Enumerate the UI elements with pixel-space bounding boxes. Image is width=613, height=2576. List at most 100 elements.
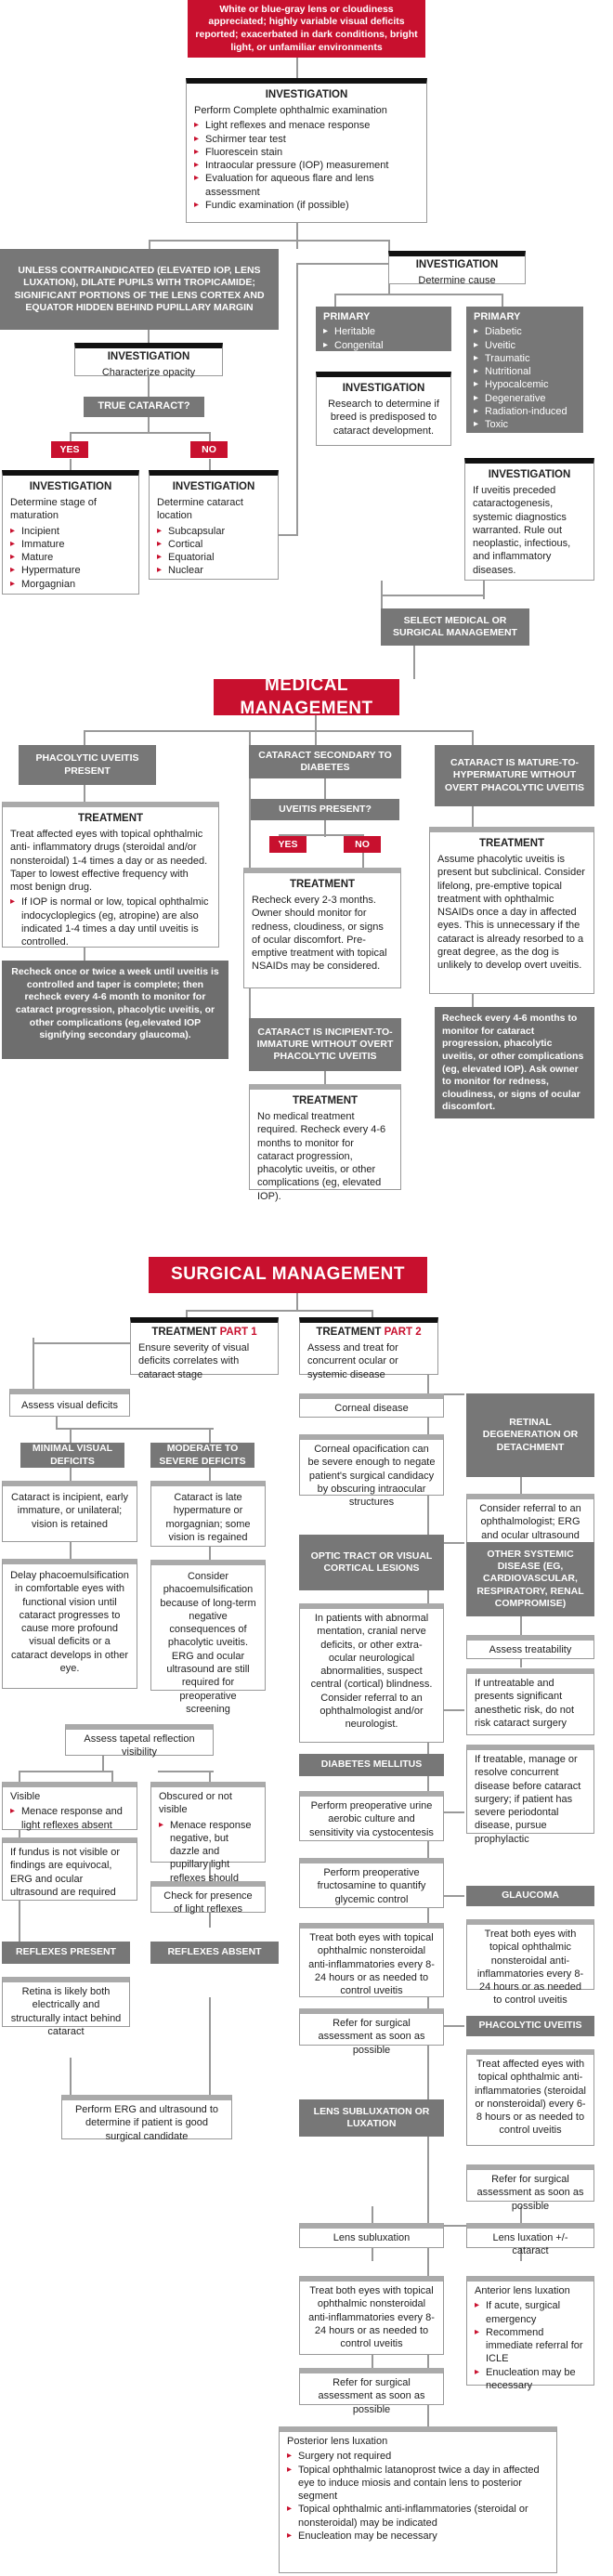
corneal-text-box: Corneal opacification can be severe enou… (299, 1434, 444, 1508)
reflexes-absent: Reflexes absent (150, 1942, 279, 1964)
cataract-diabetes: Cataract secondary to diabetes (249, 745, 401, 778)
obscured-box: Obscured or not visible Menace response … (150, 1782, 266, 1897)
no-tag: NO (190, 441, 228, 458)
retina-box: Retina is likely both electrically and s… (2, 1977, 130, 2037)
list-item: Congenital (323, 339, 444, 352)
list-item: Traumatic (474, 352, 576, 365)
recheck-mature-box: Recheck every 4-6 months to monitor for … (435, 1007, 594, 1118)
minimal-recommendation: Delay phacoemulsification in comfortable… (2, 1559, 137, 1689)
list-item: Hypermature (10, 564, 131, 577)
list-item: Nutritional (474, 365, 576, 378)
primary-heritable-box: PRIMARY Heritable Congenital (316, 307, 451, 351)
optic-tract-lesions: Optic tract or visual cortical lesions (299, 1535, 444, 1590)
treatable-box: If treatable, manage or resolve concurre… (466, 1745, 594, 1845)
minimal-description: Cataract is incipient, early immature, o… (2, 1481, 137, 1542)
no-tag: NO (344, 836, 381, 853)
investigation-intro: Perform Complete ophthalmic examination (194, 104, 387, 116)
list-item: Light reflexes and menace response (194, 119, 419, 132)
list-item: Toxic (474, 418, 576, 431)
treatment-incipient-box: TREATMENT No medical treatment required.… (249, 1084, 401, 1202)
posterior-luxation-box: Posterior lens luxation Surgery not requ… (279, 2426, 557, 2573)
list-item: Mature (10, 551, 131, 564)
list-item: Nuclear (157, 564, 270, 577)
phacolytic-uveitis-present: Phacolytic uveitis present (19, 745, 156, 785)
breed-research-box: INVESTIGATION Research to determine if b… (316, 372, 451, 446)
lens-subluxation-box: Lens subluxation (299, 2223, 444, 2248)
list-item: Intraocular pressure (IOP) measurement (194, 159, 419, 172)
list-item: Heritable (323, 325, 444, 338)
list-item: Radiation-induced (474, 405, 576, 418)
check-light-box: Check for presence of light reflexes (150, 1881, 266, 1915)
list-item: Degenerative (474, 392, 576, 405)
select-management-box: Select medical or surgical management (381, 608, 529, 646)
investigation-title: INVESTIGATION (107, 351, 190, 362)
yes-tag: YES (269, 836, 306, 853)
erg-ultrasound-box: Perform ERG and ultrasound to determine … (61, 2095, 232, 2142)
presenting-signs-text: White or blue-gray lens or cloudiness ap… (195, 3, 418, 53)
untreatable-box: If untreatable and presents significant … (466, 1668, 594, 1735)
true-cataract-question: TRUE CATARACT? (84, 397, 204, 417)
dm-fructosamine-box: Perform preoperative fructosamine to qua… (299, 1858, 444, 1908)
presenting-signs-box: White or blue-gray lens or cloudiness ap… (188, 0, 425, 58)
list-item: Morgagnian (10, 578, 131, 591)
lens-subluxation-luxation: Lens subluxation or luxation (299, 2099, 444, 2137)
list-item: Menace response and light reflexes absen… (10, 1805, 129, 1832)
list-item: Fundic examination (if possible) (194, 199, 419, 212)
assess-treatability-box: Assess treatability (466, 1635, 594, 1659)
list-item: Schirmer tear test (194, 133, 419, 146)
treatment-diabetes-box: TREATMENT Recheck every 2-3 months. Owne… (243, 868, 401, 988)
list-item: Cortical (157, 538, 270, 551)
subluxation-refer-box: Refer for surgical assessment as soon as… (299, 2368, 444, 2415)
treatment-part1-box: TREATMENT PART 1 Ensure severity of visu… (130, 1317, 279, 1380)
corneal-disease-box: Corneal disease (299, 1393, 444, 1418)
medical-management-header: MEDICAL MANAGEMENT (214, 675, 399, 718)
phaco-text-box: Treat affected eyes with topical ophthal… (466, 2049, 594, 2146)
dilate-pupils-box: Unless contraindicated (elevated IOP, le… (0, 249, 279, 330)
uveitis-present-question: UVEITIS PRESENT? (251, 799, 399, 820)
treatment-phacolytic-box: TREATMENT Treat affected eyes with topic… (2, 802, 219, 948)
list-item: Enucleation may be necessary (475, 2366, 586, 2393)
moderate-recommendation: Consider phacoemulsification because of … (150, 1560, 266, 1715)
surgical-management-header: SURGICAL MANAGEMENT (149, 1257, 427, 1293)
cataract-location-box: INVESTIGATION Determine cataract locatio… (149, 470, 279, 580)
lens-luxation-box: Lens luxation +/- cataract (466, 2223, 594, 2256)
treatment-part2-box: TREATMENT PART 2 Assess and treat for co… (299, 1317, 438, 1380)
phaco-refer-box: Refer for surgical assessment as soon as… (466, 2164, 594, 2212)
list-item: Enucleation may be necessary (287, 2530, 549, 2543)
optic-text-box: In patients with abnormal mentation, cra… (299, 1603, 444, 1743)
list-item: Fluorescein stain (194, 146, 419, 159)
assess-visual-box: Assess visual deficits (9, 1389, 130, 1417)
list-item: Equatorial (157, 551, 270, 564)
characterize-opacity-box: INVESTIGATION Characterize opacity (74, 343, 223, 378)
minimal-deficits: Minimal visual deficits (20, 1443, 124, 1468)
list-item: Topical ophthalmic latanoprost twice a d… (287, 2464, 549, 2504)
uveitis-diagnostics-box: INVESTIGATION If uveitis preceded catara… (464, 458, 594, 581)
treatment-mature-box: TREATMENT Assume phacolytic uveitis is p… (429, 827, 594, 994)
anterior-luxation-box: Anterior lens luxation If acute, surgica… (466, 2276, 594, 2391)
yes-tag: YES (51, 441, 88, 458)
list-item: Immature (10, 538, 131, 551)
moderate-deficits: Moderate to severe deficits (150, 1443, 254, 1468)
list-item: If acute, surgical emergency (475, 2299, 586, 2326)
dm-urine-box: Perform preoperative urine aerobic cultu… (299, 1791, 444, 1841)
dm-refer-box: Refer for surgical assessment as soon as… (299, 2008, 444, 2056)
list-item: Uveitic (474, 339, 576, 352)
dm-treat-box: Treat both eyes with topical ophthalmic … (299, 1923, 444, 1997)
cataract-mature: Cataract is mature-to-hypermature withou… (435, 745, 594, 806)
glaucoma: Glaucoma (466, 1886, 594, 1906)
diabetes-mellitus: Diabetes mellitus (299, 1754, 444, 1776)
stage-maturation-box: INVESTIGATION Determine stage of maturat… (2, 470, 139, 595)
primary-causes-box: PRIMARY Diabetic Uveitic Traumatic Nutri… (466, 307, 583, 433)
list-item: Diabetic (474, 325, 576, 338)
subluxation-treat-box: Treat both eyes with topical ophthalmic … (299, 2276, 444, 2355)
part1-label: PART 1 (219, 1327, 257, 1338)
list-item: If IOP is normal or low, topical ophthal… (10, 896, 211, 948)
tapetal-box: Assess tapetal reflection visibility (65, 1724, 214, 1758)
list-item: Incipient (10, 525, 131, 538)
recheck-phacolytic-box: Recheck once or twice a week until uveit… (2, 961, 228, 1059)
phacolytic-uveitis: Phacolytic uveitis (466, 2016, 594, 2036)
list-item: Topical ophthalmic anti-inflammatories (… (287, 2503, 549, 2530)
other-systemic-disease: Other systemic disease (eg, cardiovascul… (466, 1542, 594, 1616)
determine-cause-box: INVESTIGATION Determine cause (388, 251, 526, 286)
reflexes-present: Reflexes present (2, 1942, 130, 1964)
